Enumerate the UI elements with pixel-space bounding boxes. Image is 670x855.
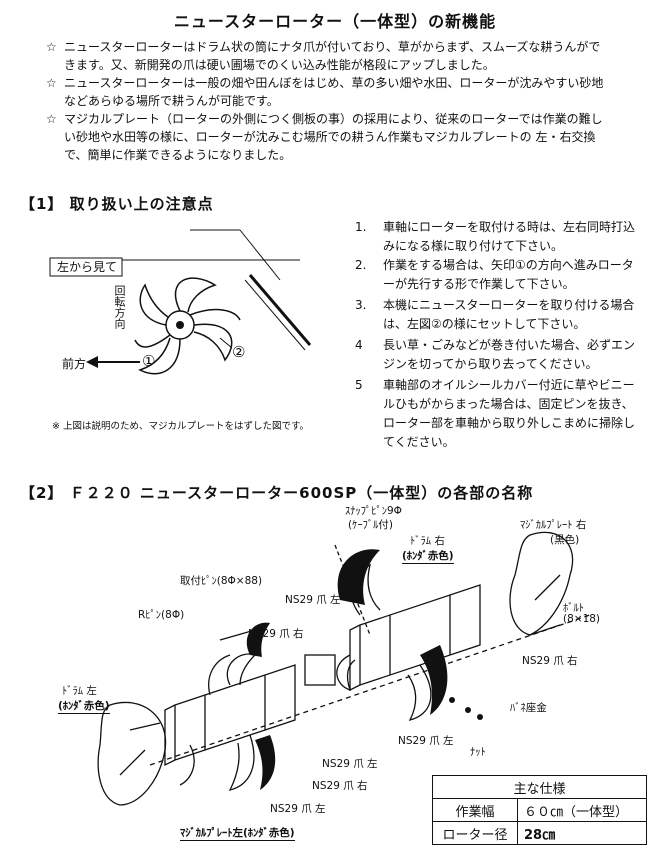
note-text: 長い草・ごみなどが巻き付いた場合、必ずエンジンを切ってから取り去ってください。 xyxy=(383,338,636,371)
spec-label: ローター径 xyxy=(432,821,518,845)
spec-label: 作業幅 xyxy=(432,798,518,822)
drum-left-label: ﾄﾞﾗﾑ 左 xyxy=(62,685,97,697)
marker-2: ② xyxy=(232,343,246,361)
bolt-label: ﾎﾞﾙﾄ xyxy=(563,602,584,614)
section1-heading: 【1】 取り扱い上の注意点 xyxy=(20,195,214,213)
spec-table: 主な仕様 作業幅 ６０㎝（一体型） ローター径 28㎝ xyxy=(432,775,647,845)
note-item: 3. 本機にニュースターローターを取り付ける場合は、左図②の様にセットして下さい… xyxy=(355,296,645,334)
magical-plate-right-color-label: (黒色) xyxy=(550,534,580,546)
spec-header: 主な仕様 xyxy=(432,775,647,799)
ns29-left-label: NS29 爪 左 xyxy=(285,594,341,606)
mount-pin-label: 取付ﾋﾟﾝ(8Φ×88) xyxy=(180,575,263,587)
spec-value: 28㎝ xyxy=(517,821,647,845)
star-icon: ☆ xyxy=(46,40,57,54)
drum-left-color-label: (ﾎﾝﾀﾞ赤色) xyxy=(58,700,110,714)
magical-plate-right-label: ﾏｼﾞｶﾙﾌﾟﾚｰﾄ 右 xyxy=(520,519,587,531)
spring-washer-label: ﾊﾞﾈ座金 xyxy=(510,702,547,714)
diagram-caption: ※ 上図は説明のため、マジカルプレートをはずした図です。 xyxy=(52,421,310,432)
feature-bullet: ☆ ニュースターローターはドラム状の筒にナタ爪が付いており、草がからまず、スムー… xyxy=(46,38,608,74)
snap-pin-sub-label: (ｹｰﾌﾞﾙ付) xyxy=(348,519,393,531)
feature-text: マジカルプレート（ローターの外側につく側板の事）の採用により、従来のローターでは… xyxy=(64,112,603,162)
note-item: 1. 車軸にローターを取付ける時は、左右同時打込みになる様に取り付けて下さい。 xyxy=(355,218,645,256)
note-number: 2. xyxy=(355,258,367,272)
snap-pin-label: ｽﾅｯﾌﾟﾋﾟﾝ9Φ xyxy=(345,505,402,517)
feature-bullet: ☆ マジカルプレート（ローターの外側につく側板の事）の採用により、従来のローター… xyxy=(46,110,608,164)
feature-text: ニュースターローターはドラム状の筒にナタ爪が付いており、草がからまず、スムーズな… xyxy=(64,40,601,72)
view-label: 左から見て xyxy=(57,260,118,274)
section2-heading: 【2】 Ｆ２２０ ニュースターローター600SP（一体型）の各部の名称 xyxy=(20,484,534,502)
rotation-label: 回転方向 xyxy=(113,285,126,329)
note-number: 3. xyxy=(355,298,367,312)
note-number: 4 xyxy=(355,338,363,352)
feature-text: ニュースターローターは一般の畑や田んぼをはじめ、草の多い畑や水田、ローターが沈み… xyxy=(64,76,604,108)
magical-plate-left-label: ﾏｼﾞｶﾙﾌﾟﾚｰﾄ左(ﾎﾝﾀﾞ赤色) xyxy=(180,827,295,841)
note-text: 車軸にローターを取付ける時は、左右同時打込みになる様に取り付けて下さい。 xyxy=(383,220,636,253)
note-text: 車軸部のオイルシールカバー付近に草やビニールひもがからまった場合は、固定ピンを抜… xyxy=(383,378,636,449)
star-icon: ☆ xyxy=(46,112,57,126)
nut-label: ﾅｯﾄ xyxy=(470,746,486,758)
marker-1: ① xyxy=(142,352,156,370)
note-item: 5 車軸部のオイルシールカバー付近に草やビニールひもがからまった場合は、固定ピン… xyxy=(355,376,645,452)
front-label: 前方 xyxy=(62,357,87,371)
note-text: 本機にニュースターローターを取り付ける場合は、左図②の様にセットして下さい。 xyxy=(383,298,635,331)
bolt-size-label: (8×18) xyxy=(563,613,601,625)
star-icon: ☆ xyxy=(46,76,57,90)
drum-right-label: ﾄﾞﾗﾑ 右 xyxy=(410,535,445,547)
ns29-right-label: NS29 爪 右 xyxy=(522,655,578,667)
note-item: 4 長い草・ごみなどが巻き付いた場合、必ずエンジンを切ってから取り去ってください… xyxy=(355,336,645,374)
ns29-left-label: NS29 爪 左 xyxy=(398,735,454,747)
page-title: ニュースターローター（一体型）の新機能 xyxy=(173,12,497,31)
note-item: 2. 作業をする場合は、矢印①の方向へ進みローターが先行する形で作業して下さい。 xyxy=(355,256,645,294)
ns29-right-label: NS29 爪 右 xyxy=(312,780,368,792)
spec-value: ６０㎝（一体型） xyxy=(517,798,647,822)
table-row: 作業幅 ６０㎝（一体型） xyxy=(432,798,647,822)
drum-right-color-label: (ﾎﾝﾀﾞ赤色) xyxy=(402,550,454,564)
note-text: 作業をする場合は、矢印①の方向へ進みローターが先行する形で作業して下さい。 xyxy=(383,258,634,291)
ns29-left-label: NS29 爪 左 xyxy=(270,803,326,815)
ns29-right-label: NS29 爪 右 xyxy=(248,628,304,640)
note-number: 5 xyxy=(355,378,363,392)
table-row: ローター径 28㎝ xyxy=(432,821,647,845)
rotor-side-diagram xyxy=(49,229,312,375)
ns29-left-label: NS29 爪 左 xyxy=(322,758,378,770)
note-number: 1. xyxy=(355,220,367,234)
exploded-parts-diagram xyxy=(97,531,591,806)
r-pin-label: Rﾋﾟﾝ(8Φ) xyxy=(138,609,185,621)
feature-bullet: ☆ ニュースターローターは一般の畑や田んぼをはじめ、草の多い畑や水田、ローターが… xyxy=(46,74,608,110)
